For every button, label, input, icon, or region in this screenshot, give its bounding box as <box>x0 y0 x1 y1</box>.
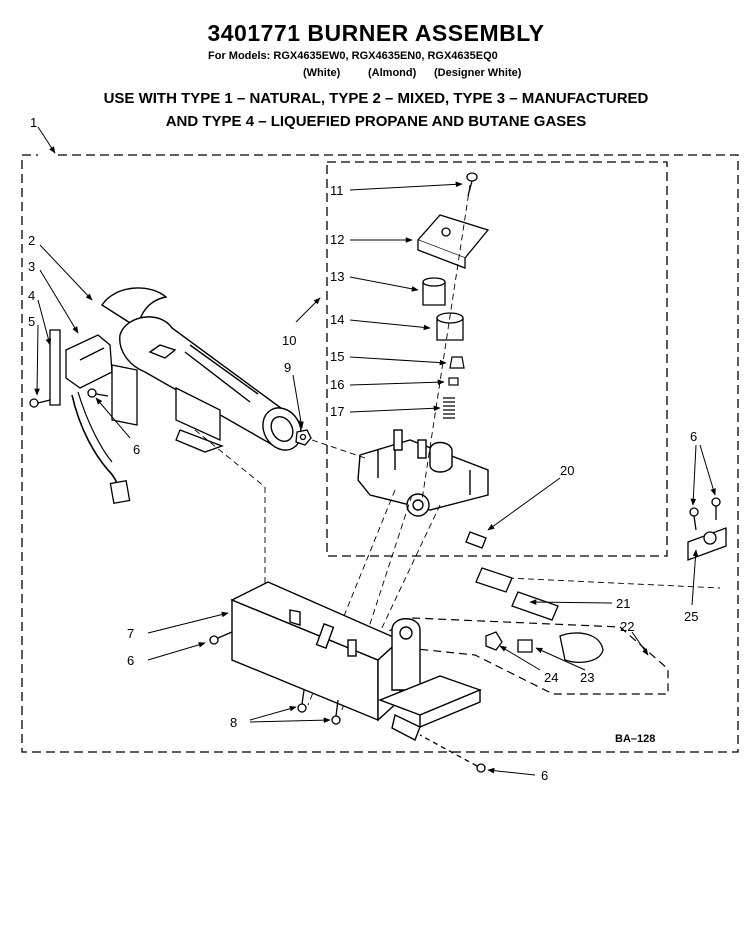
screw-8-a <box>297 689 307 713</box>
screw-6-left-part <box>87 388 109 398</box>
callout-6-left: 6 <box>133 442 140 457</box>
callout-10: 10 <box>282 333 296 348</box>
screw-6-right-b <box>711 497 721 520</box>
valve-to-bracket-axis <box>379 504 441 633</box>
assembly-boundary <box>21 154 739 753</box>
callout-6-right: 6 <box>690 429 697 444</box>
callout-23: 23 <box>580 670 594 685</box>
callout-16: 16 <box>330 377 344 392</box>
valve-coil-13 <box>422 277 446 306</box>
fitting-23-part <box>517 632 604 663</box>
callout-6-bracket: 6 <box>127 653 134 668</box>
pipe-21-part <box>475 567 559 621</box>
inlet-bracket-part <box>378 618 482 741</box>
clip-25-part <box>687 527 727 561</box>
valve-axis <box>421 184 471 501</box>
callout-21: 21 <box>616 596 630 611</box>
ignitor-part <box>49 329 224 453</box>
screw-6-right-a <box>689 507 699 531</box>
nut-9-part <box>295 429 312 446</box>
coil-bracket-12 <box>416 214 490 269</box>
callout-7: 7 <box>127 626 134 641</box>
pipe-axis <box>507 577 721 589</box>
color-white: (White) <box>303 67 341 79</box>
fitting-24-part <box>485 631 503 651</box>
callout-22: 22 <box>620 619 634 634</box>
callout-9: 9 <box>284 360 291 375</box>
color-almond: (Almond) <box>368 67 417 79</box>
callout-6-bottom: 6 <box>541 768 548 783</box>
valve-parts-15-17 <box>443 356 465 419</box>
callout-17: 17 <box>330 404 344 419</box>
callout-11: 11 <box>330 183 344 198</box>
screw-6-bottom <box>419 734 486 773</box>
ignitor-plug <box>109 480 131 504</box>
callout-2: 2 <box>28 233 35 248</box>
burner-tube-part <box>101 287 302 451</box>
callout-12: 12 <box>330 232 344 247</box>
burner-to-bracket-axis <box>194 429 266 488</box>
callout-1: 1 <box>30 115 37 130</box>
leader-lines <box>34 126 716 776</box>
callout-13: 13 <box>330 269 344 284</box>
burner-bracket-part <box>230 581 402 722</box>
callout-8: 8 <box>230 715 237 730</box>
screw-6-bracket <box>209 631 233 645</box>
callout-20: 20 <box>560 463 574 478</box>
models-line: For Models: RGX4635EW0, RGX4635EN0, RGX4… <box>208 50 498 62</box>
screw-8-b <box>331 699 341 725</box>
callout-3: 3 <box>28 259 35 274</box>
callout-4: 4 <box>28 288 35 303</box>
callout-25: 25 <box>684 609 698 624</box>
gas-types-line-1: USE WITH TYPE 1 – NATURAL, TYPE 2 – MIXE… <box>103 90 649 107</box>
tube-to-valve-axis <box>311 439 366 459</box>
diagram-code: BA–128 <box>615 733 655 745</box>
mount-axis-b <box>341 494 413 711</box>
callout-24: 24 <box>544 670 558 685</box>
gas-valve-part <box>357 429 489 517</box>
orifice-20-part <box>465 531 487 549</box>
gas-types-line-2: AND TYPE 4 – LIQUEFIED PROPANE AND BUTAN… <box>165 113 587 130</box>
screw-11-part <box>466 172 478 197</box>
screw-5-part <box>29 398 51 408</box>
valve-subassembly-boundary <box>326 161 668 557</box>
color-designer-white: (Designer White) <box>434 67 522 79</box>
callout-14: 14 <box>330 312 344 327</box>
callout-15: 15 <box>330 349 344 364</box>
callout-5: 5 <box>28 314 35 329</box>
page-title: 3401771 BURNER ASSEMBLY <box>207 20 545 46</box>
